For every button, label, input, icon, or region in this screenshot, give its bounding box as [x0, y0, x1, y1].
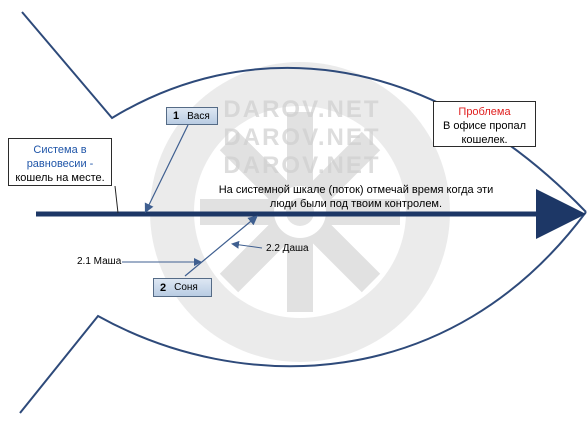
timeline-note: На системной шкале (поток) отмечай время…: [206, 183, 506, 211]
label-dasha: 2.2 Даша: [266, 243, 309, 254]
timeline-note-line-2: люди были под твоим контролем.: [269, 198, 443, 210]
tag-vasya: 1 Вася: [166, 107, 218, 125]
tag-vasya-name: Вася: [187, 110, 210, 122]
bone-vasya: [144, 124, 189, 214]
tag-sonya-number: 2: [160, 281, 167, 294]
system-connector: [114, 185, 119, 214]
tag-vasya-number: 1: [173, 110, 180, 122]
system-line-2: равновесии -: [26, 158, 94, 170]
tag-sonya-name: Соня: [174, 282, 198, 293]
fish-bottom-outline: [19, 211, 587, 414]
fish-top-outline: [21, 11, 587, 213]
timeline-note-line-1: На системной шкале (поток) отмечай время…: [218, 184, 494, 196]
bone-sonya: [184, 215, 258, 277]
problem-box: Проблема В офисе пропал кошелек.: [433, 101, 536, 147]
sub-bone-dasha: [231, 240, 263, 249]
system-line-3: кошель на месте.: [15, 172, 105, 184]
system-box: Система в равновесии - кошель на месте.: [8, 138, 112, 186]
watermark-lettering: DAROV.NET DAROV.NET DAROV.NET: [223, 96, 381, 179]
problem-line-1: В офисе пропал: [442, 120, 527, 132]
label-masha: 2.1 Маша: [77, 256, 122, 267]
tag-sonya: 2 Соня: [153, 278, 212, 297]
problem-line-2: кошелек.: [461, 134, 508, 146]
problem-title: Проблема: [458, 106, 511, 118]
system-line-1: Система в: [33, 144, 87, 156]
